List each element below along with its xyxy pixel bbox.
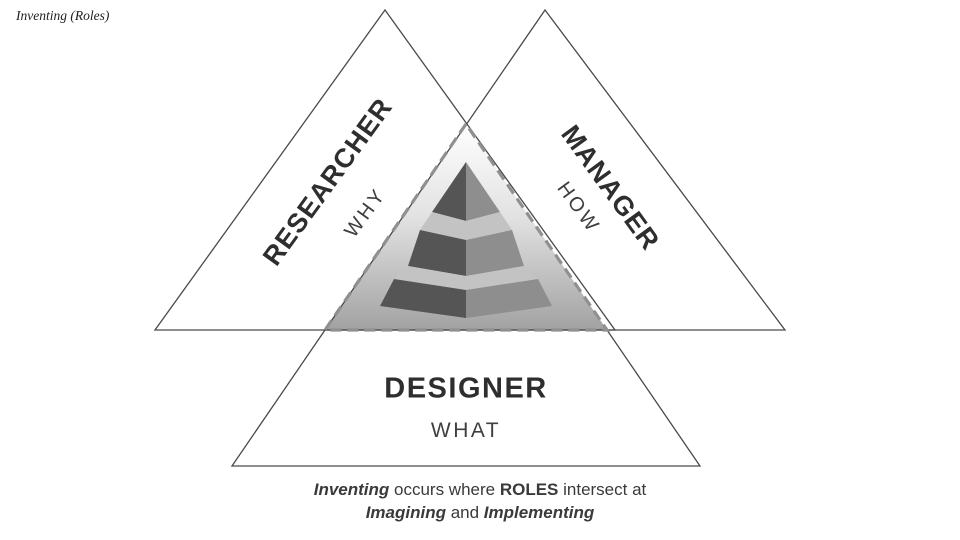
- designer-triangle: [230, 329, 702, 467]
- pyramid-bottom-top-surface: [394, 266, 538, 290]
- caption-roles: ROLES: [499, 480, 559, 499]
- pyramid-top-right-face: [466, 162, 500, 221]
- caption-line-2: Imagining and Implementing: [0, 501, 960, 524]
- designer-label: DESIGNER: [384, 372, 548, 405]
- pyramid-bottom-left-face: [380, 279, 466, 318]
- caption-occurs-where: occurs where: [389, 480, 500, 499]
- pyramid-graphic: [380, 162, 552, 318]
- designer-question-what: WHAT: [430, 419, 502, 442]
- caption-inventing: Inventing: [313, 480, 390, 499]
- caption-imagining: Imagining: [365, 503, 446, 522]
- caption-implementing: Implementing: [483, 503, 595, 522]
- slide-title: Inventing (Roles): [16, 8, 110, 23]
- pyramid-middle-top-surface: [420, 212, 512, 240]
- caption-intersect-at: intersect at: [558, 480, 647, 499]
- pyramid-top-left-face: [432, 162, 466, 221]
- caption: Inventing occurs where ROLES intersect a…: [0, 478, 960, 524]
- pyramid-middle-left-face: [408, 230, 466, 276]
- pyramid-bottom-right-face: [466, 279, 552, 318]
- pyramid-middle-right-face: [466, 230, 524, 276]
- intersection-dashed-border: [321, 121, 611, 332]
- caption-line-1: Inventing occurs where ROLES intersect a…: [0, 478, 960, 501]
- caption-and: and: [445, 503, 484, 522]
